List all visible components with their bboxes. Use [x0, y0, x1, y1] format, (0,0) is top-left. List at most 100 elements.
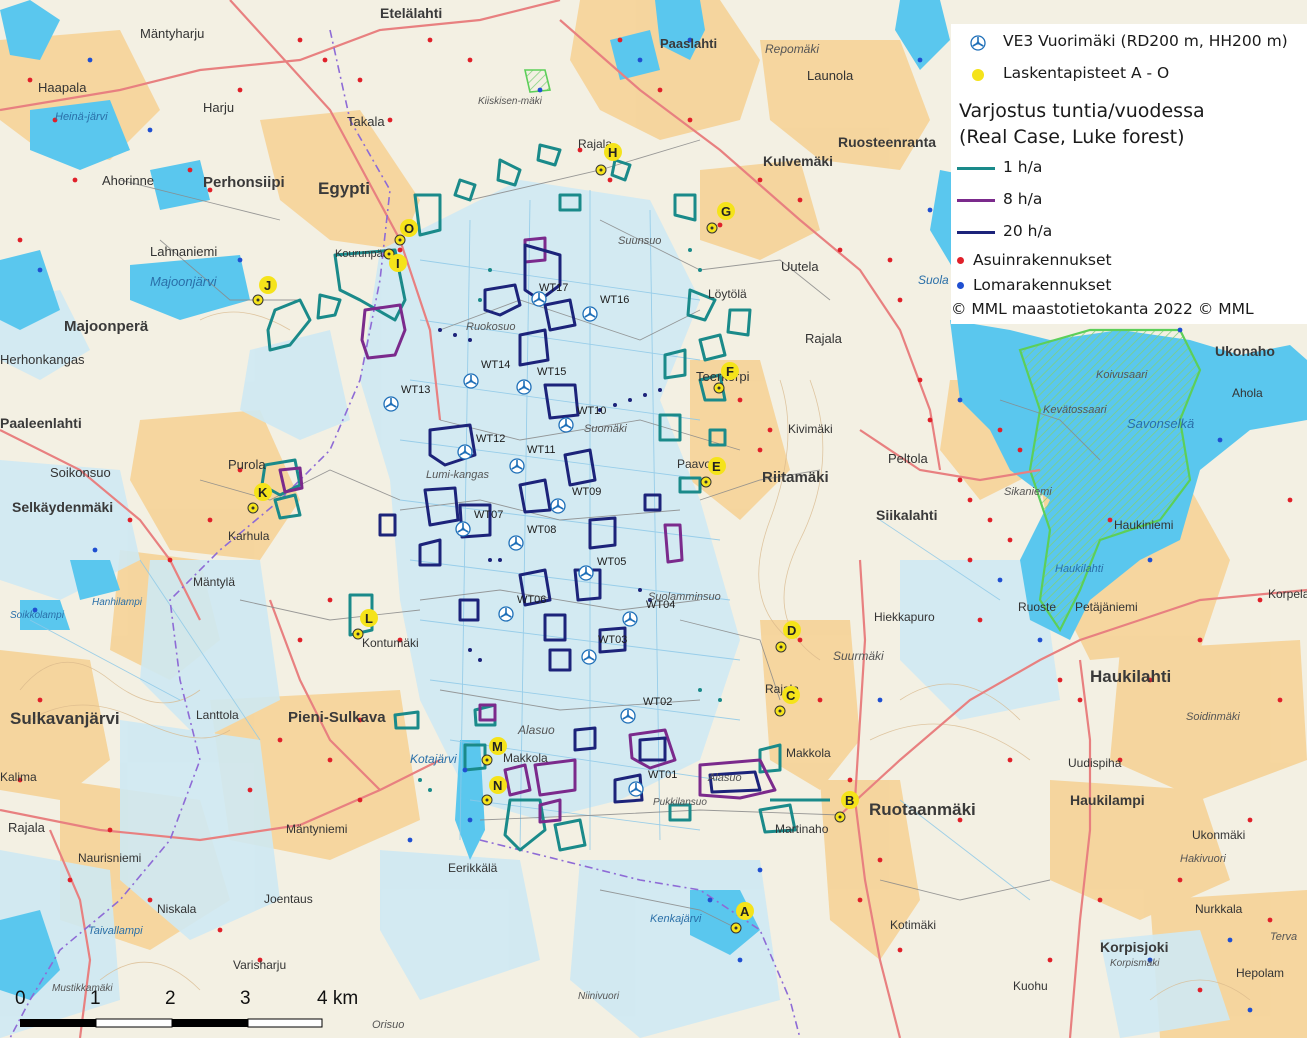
scale-label: 2: [165, 988, 176, 1009]
place-label: Uudispiha: [1068, 756, 1122, 770]
turbine-label: WT06: [517, 594, 546, 606]
place-label: Purola: [228, 457, 266, 472]
svg-text:O: O: [404, 221, 414, 236]
line-swatch-20h: [957, 231, 995, 234]
place-label: Korpismäki: [1110, 958, 1160, 969]
legend-turbine-label: VE3 Vuorimäki (RD200 m, HH200 m): [1003, 32, 1288, 50]
place-label: Haapala: [38, 80, 87, 95]
place-label: Sikaniemi: [1004, 486, 1052, 498]
place-label: Karhula: [228, 529, 270, 543]
place-label: Kevätossaari: [1043, 404, 1107, 416]
place-label: Löytölä: [708, 287, 747, 301]
building-dots: [17, 37, 1293, 1013]
scale-label: 1: [90, 988, 101, 1009]
turbine-icon: [622, 611, 638, 627]
wind-turbines: WT01 WT02 WT03 WT04 WT05 WT06 WT07 WT08 …: [383, 282, 677, 797]
place-label: Hanhilampi: [92, 597, 143, 608]
turbine-icon: [550, 498, 566, 514]
turbine-label: WT15: [537, 366, 566, 378]
turbine-icon: [970, 35, 986, 51]
legend-residential-label: Asuinrakennukset: [973, 251, 1112, 269]
place-label: Makkola: [786, 746, 831, 760]
svg-text:B: B: [845, 793, 854, 808]
contours: [19, 311, 1251, 1001]
turbine-label: WT05: [597, 556, 626, 568]
point-F: F: [713, 362, 739, 394]
point-M: M: [481, 737, 507, 766]
point-E: E: [700, 457, 726, 488]
place-label: Terva: [1270, 931, 1297, 943]
place-label: Ruotaanmäki: [869, 800, 976, 819]
place-label: Alasuo: [707, 772, 742, 784]
turbine-label: WT04: [646, 599, 675, 611]
place-label: Koivusaari: [1096, 369, 1148, 381]
place-label: Alasuo: [517, 723, 555, 737]
point-D: D: [775, 621, 801, 653]
place-label: Peltola: [888, 451, 929, 466]
place-label: Mäntylä: [193, 575, 235, 589]
place-label: Martinaho: [775, 822, 829, 836]
place-label: Soidinmäki: [1186, 711, 1240, 723]
svg-text:E: E: [712, 459, 721, 474]
wetland-areas: [0, 180, 1230, 1038]
svg-text:G: G: [721, 204, 731, 219]
turbine-icon: [498, 606, 514, 622]
place-label: Kourunpää: [335, 248, 390, 260]
turbine-label: WT17: [539, 282, 568, 294]
place-label: Eerikkälä: [448, 861, 498, 875]
place-label: Ahola: [1232, 386, 1263, 400]
turbine-icon: [531, 291, 547, 307]
svg-text:N: N: [493, 778, 502, 793]
place-label: Rajala: [578, 137, 612, 151]
holiday-dot-icon: [957, 282, 964, 289]
place-label: Haukilampi: [1070, 792, 1145, 808]
turbine-label: WT10: [577, 405, 606, 417]
place-label: Harju: [203, 100, 234, 115]
place-label: Niinivuori: [578, 991, 620, 1002]
svg-text:D: D: [787, 623, 796, 638]
place-label: Ruoste: [1018, 600, 1056, 614]
place-label: Siikalahti: [876, 507, 937, 523]
place-label: Launola: [807, 68, 854, 83]
turbine-label: WT16: [600, 294, 629, 306]
legend-copyright: © MML maastotietokanta 2022 © MML: [951, 300, 1254, 318]
place-label: Kontumäki: [362, 636, 419, 650]
line-swatch-1h: [957, 167, 995, 170]
turbine-label: WT13: [401, 384, 430, 396]
place-label: Soikkolampi: [10, 610, 65, 621]
turbine-icon: [581, 649, 597, 665]
turbine-icon: [628, 781, 644, 797]
place-label: Paaslahti: [660, 36, 717, 51]
place-label: Herhonkangas: [0, 352, 85, 367]
place-label: Kotajärvi: [410, 752, 457, 766]
shadow-contours-1h: [260, 143, 830, 852]
place-label: Haukiniemi: [1114, 518, 1173, 532]
place-label: Hepolam: [1236, 966, 1284, 980]
legend-points-label: Laskentapisteet A - O: [1003, 64, 1170, 82]
place-label: Sulkavanjärvi: [10, 709, 120, 728]
legend-line-20h-label: 20 h/a: [1003, 222, 1053, 240]
turbine-icon: [509, 458, 525, 474]
place-label: Ruokosuo: [466, 321, 516, 333]
point-L: L: [352, 609, 378, 640]
place-label: Ruosteenranta: [838, 134, 936, 150]
svg-text:A: A: [740, 904, 750, 919]
place-label: Hakivuori: [1180, 853, 1226, 865]
place-label: Egypti: [318, 179, 370, 198]
turbine-icon: [516, 379, 532, 395]
place-label: Nurkkala: [1195, 902, 1243, 916]
turbine-label: WT03: [598, 634, 627, 646]
turbine-icon: [383, 396, 399, 412]
turbine-icon: [582, 306, 598, 322]
place-label: Naurisniemi: [78, 851, 141, 865]
place-label: Niskala: [157, 902, 197, 916]
point-N: N: [481, 776, 507, 806]
calculation-points: A B C D E F G H I J K L M N O: [247, 143, 859, 934]
scale-label: 4 km: [317, 988, 358, 1009]
place-label: Varisharju: [233, 958, 286, 972]
shadow-dots: [438, 328, 662, 662]
place-label: Uutela: [781, 259, 819, 274]
point-A: A: [730, 902, 754, 934]
place-label: Joentaus: [264, 892, 313, 906]
place-label: Suurmäki: [833, 649, 884, 663]
